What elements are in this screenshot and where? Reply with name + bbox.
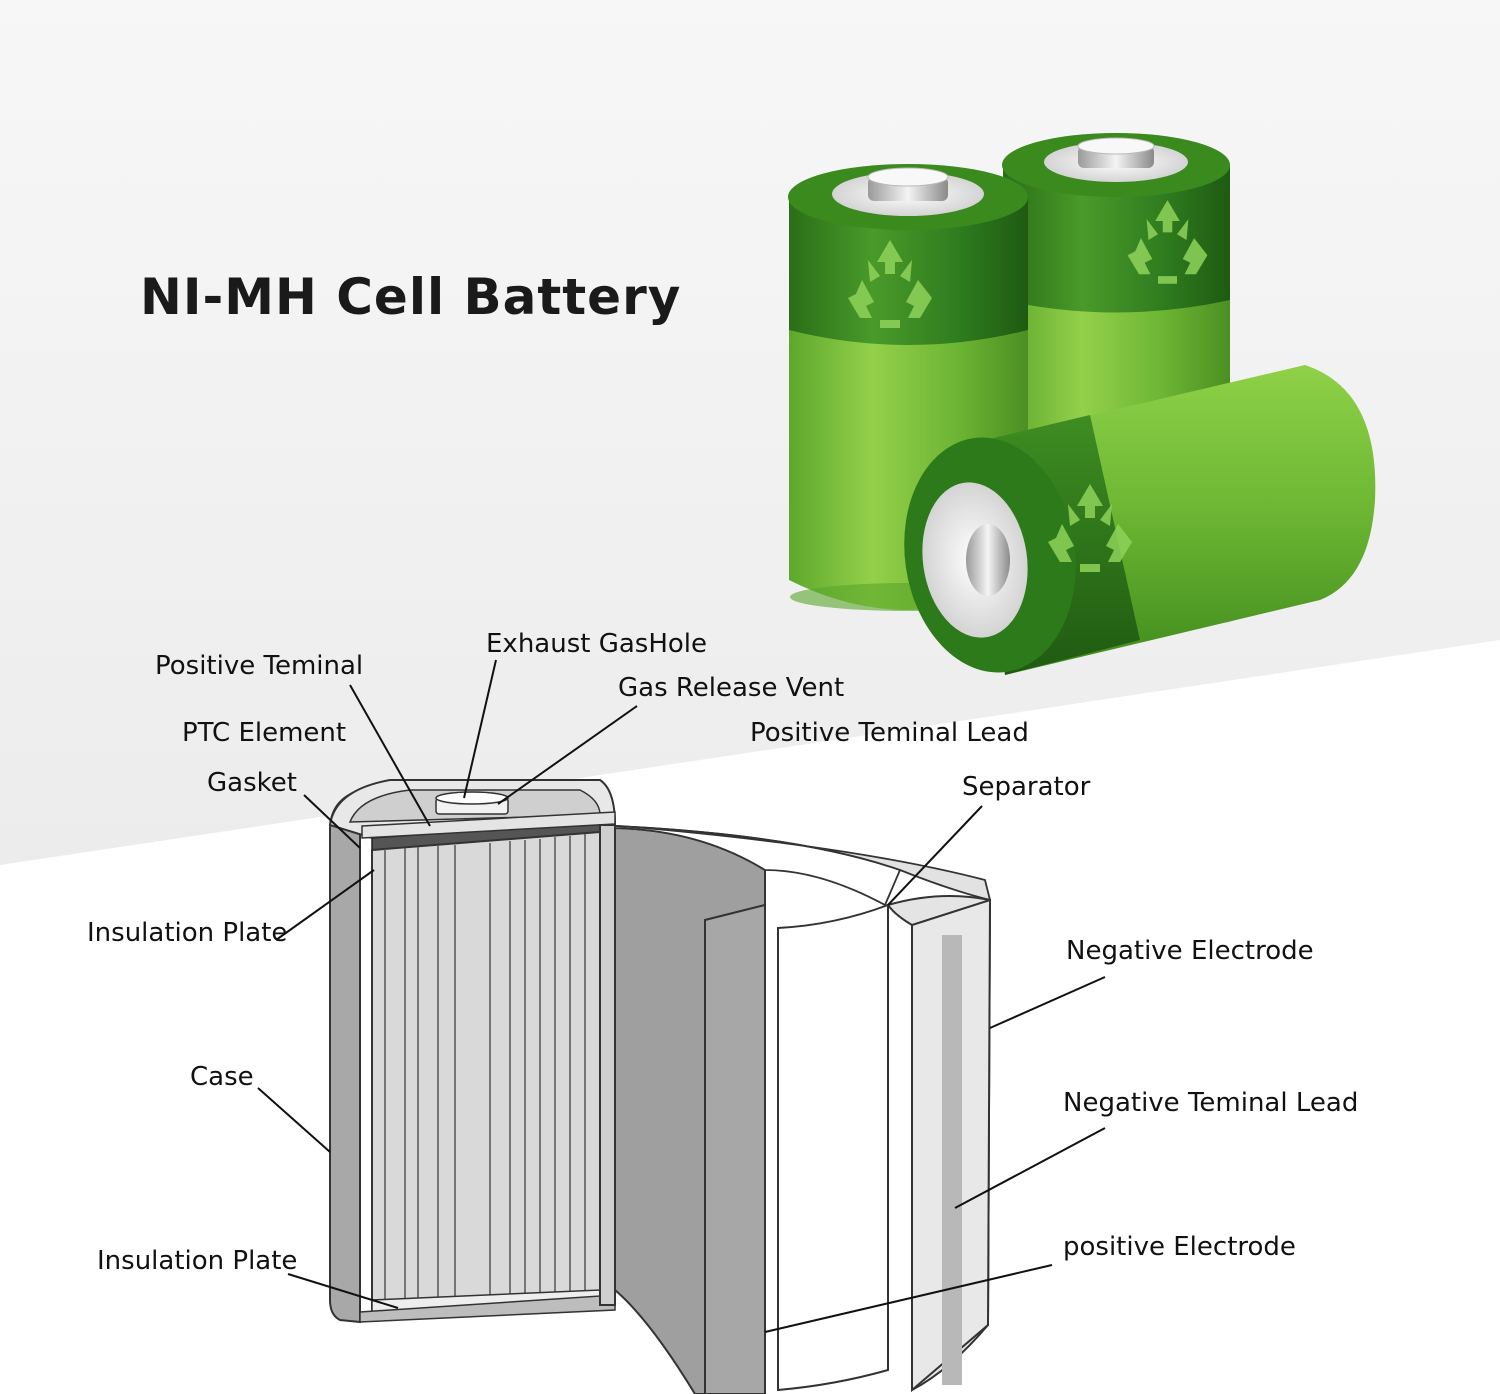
page-title: NI-MH Cell Battery bbox=[140, 268, 682, 326]
label-positive-terminal: Positive Teminal bbox=[155, 651, 364, 681]
leader-lines bbox=[257, 659, 1106, 1333]
label-positive-terminal-lead: Positive Teminal Lead bbox=[750, 718, 1029, 748]
label-gas-release-vent: Gas Release Vent bbox=[618, 673, 845, 703]
sheet-separator bbox=[777, 903, 889, 1392]
battery-lying bbox=[904, 365, 1376, 675]
label-positive-electrode: positive Electrode bbox=[1063, 1232, 1296, 1262]
label-negative-electrode: Negative Electrode bbox=[1066, 936, 1314, 966]
label-gasket: Gasket bbox=[207, 768, 297, 798]
label-separator: Separator bbox=[962, 772, 1091, 802]
label-exhaust-gas-hole: Exhaust GasHole bbox=[486, 629, 708, 659]
electrode-stack bbox=[371, 830, 601, 1314]
label-insulation-plate-top: Insulation Plate bbox=[87, 918, 288, 948]
label-negative-terminal-lead: Negative Teminal Lead bbox=[1063, 1088, 1359, 1118]
label-case: Case bbox=[190, 1062, 254, 1092]
negative-terminal-lead-strip bbox=[942, 935, 962, 1385]
bottom-plate bbox=[359, 1294, 616, 1323]
label-insulation-plate-bottom: Insulation Plate bbox=[97, 1246, 298, 1276]
label-ptc-element: PTC Element bbox=[182, 718, 347, 748]
case-wall bbox=[329, 788, 361, 1324]
